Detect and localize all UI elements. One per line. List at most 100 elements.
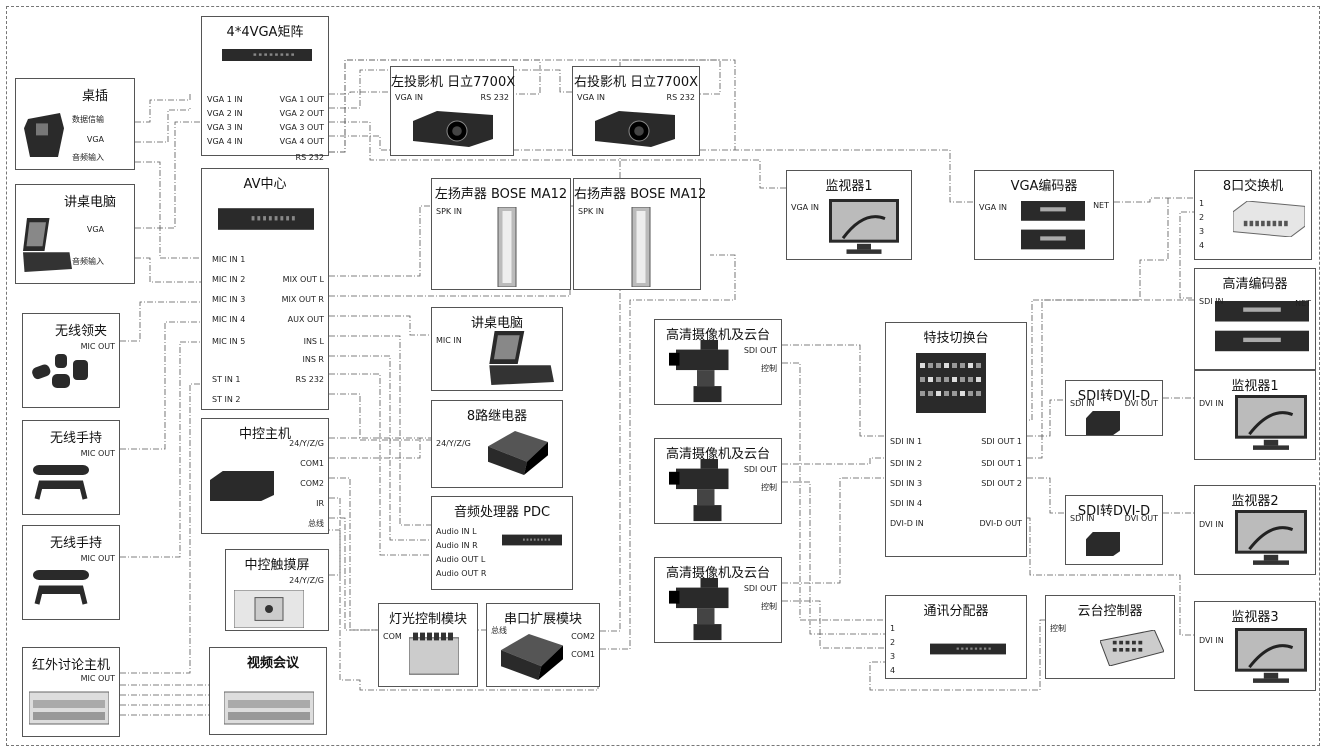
projector-icon: [595, 107, 675, 151]
wire: [120, 342, 205, 557]
port-label: 24/Y/Z/G: [436, 439, 471, 448]
wire: [329, 336, 435, 525]
port-label: 控制: [1050, 624, 1066, 633]
port-label: VGA 1 IN: [207, 95, 243, 104]
port-label: RS 232: [481, 93, 509, 102]
port-label: INS R: [302, 355, 324, 364]
port-label: VGA 4 IN: [207, 137, 243, 146]
box-icon: [1086, 532, 1120, 560]
port-label: VGA 4 OUT: [280, 137, 324, 146]
monitor-icon: [1235, 628, 1307, 688]
device-title: 监视器3: [1195, 606, 1315, 625]
port-label: SDI IN: [1070, 399, 1094, 408]
device-title: 灯光控制模块: [379, 608, 477, 627]
wire: [329, 478, 382, 630]
port-label: DVI IN: [1199, 399, 1224, 408]
port-label: 控制: [761, 602, 777, 611]
rack-icon: [930, 640, 1006, 662]
laptop-icon: [488, 328, 554, 392]
device-title: 左扬声器 BOSE MA12: [432, 183, 570, 202]
port-label: 总线: [308, 519, 324, 528]
rackbig-icon: [29, 688, 109, 732]
mics-icon: [31, 354, 91, 398]
port-label: VGA IN: [577, 93, 605, 102]
ir-discussion-device: 红外讨论主机MIC OUT: [22, 647, 120, 737]
port-label: 音频输入: [72, 257, 104, 266]
wire: [135, 94, 190, 122]
port-label: VGA 1 OUT: [280, 95, 324, 104]
wire: [135, 162, 205, 258]
switch8-device: 8口交换机1234: [1194, 170, 1312, 260]
wire: [329, 530, 340, 575]
port-label: MIC OUT: [81, 554, 115, 563]
wire: [782, 482, 889, 634]
device-title: 视频会议: [220, 652, 326, 671]
switchbox-icon: [1233, 201, 1305, 241]
port-label: DVI IN: [1199, 636, 1224, 645]
monitor2-device: 监视器2DVI IN: [1194, 485, 1316, 575]
monitor1-device: 监视器1DVI IN: [1194, 370, 1316, 460]
wire: [329, 356, 435, 540]
port-label: RS 232: [296, 375, 324, 384]
device-title: AV中心: [202, 173, 328, 192]
port-label: 1: [1199, 199, 1204, 208]
port-label: SDI IN 1: [890, 437, 922, 446]
monitor-icon: [1235, 510, 1307, 570]
port-label: COM2: [300, 479, 324, 488]
port-label: SDI OUT 2: [981, 479, 1022, 488]
device-title: 桌插: [56, 85, 134, 104]
port-label: AUX OUT: [288, 315, 324, 324]
port-label: 3: [1199, 227, 1204, 236]
port-label: MIX OUT R: [282, 295, 324, 304]
rack-icon: [222, 45, 312, 69]
port-label: MIC OUT: [81, 342, 115, 351]
port-label: 2: [890, 638, 895, 647]
port-label: INS L: [304, 337, 324, 346]
device-title: 无线领夹: [43, 320, 119, 339]
boxangled-icon: [501, 634, 563, 684]
port-label: SDI OUT: [744, 584, 777, 593]
wireless-lapel-device: 无线领夹 MIC OUT: [22, 313, 120, 408]
box-icon: [210, 471, 274, 505]
wire: [1027, 400, 1069, 436]
device-title: 高清编码器: [1195, 273, 1315, 292]
wire: [135, 258, 205, 282]
port-label: 4: [1199, 241, 1204, 250]
port-label: SDI OUT 1: [981, 437, 1022, 446]
module-icon: [409, 630, 459, 686]
proj-left-device: 左投影机 日立7700XVGA INRS 232: [390, 66, 514, 156]
port-label: Audio IN R: [436, 541, 478, 550]
vga-encoder-device: VGA编码器VGA INNET: [974, 170, 1114, 260]
port-label: MIC OUT: [81, 449, 115, 458]
port-label: VGA IN: [791, 203, 819, 212]
port-label: VGA: [87, 225, 104, 234]
device-title: 讲桌电脑: [46, 191, 134, 210]
panel-icon: [916, 353, 986, 417]
device-title: 监视器2: [1195, 490, 1315, 509]
device-title: 监视器1: [787, 175, 911, 194]
port-label: 24/Y/Z/G: [289, 439, 324, 448]
port-label: VGA 2 OUT: [280, 109, 324, 118]
rack-icon: [502, 531, 562, 553]
wire: [135, 122, 205, 228]
handheld-icon: [31, 461, 91, 505]
serial-ext-device: 串口扩展模块总线COM2COM1: [486, 603, 600, 687]
port-label: VGA: [87, 135, 104, 144]
spk-left-device: 左扬声器 BOSE MA12SPK IN: [431, 178, 571, 290]
port-label: 3: [890, 652, 895, 661]
port-label: IR: [316, 499, 324, 508]
port-label: MIC IN 1: [212, 255, 245, 264]
port-label: VGA IN: [979, 203, 1007, 212]
light-ctrl-device: 灯光控制模块COM: [378, 603, 478, 687]
wire: [120, 302, 205, 341]
box-icon: [1086, 411, 1120, 439]
tablet-icon: [234, 590, 304, 632]
monitor-icon: [829, 199, 899, 259]
